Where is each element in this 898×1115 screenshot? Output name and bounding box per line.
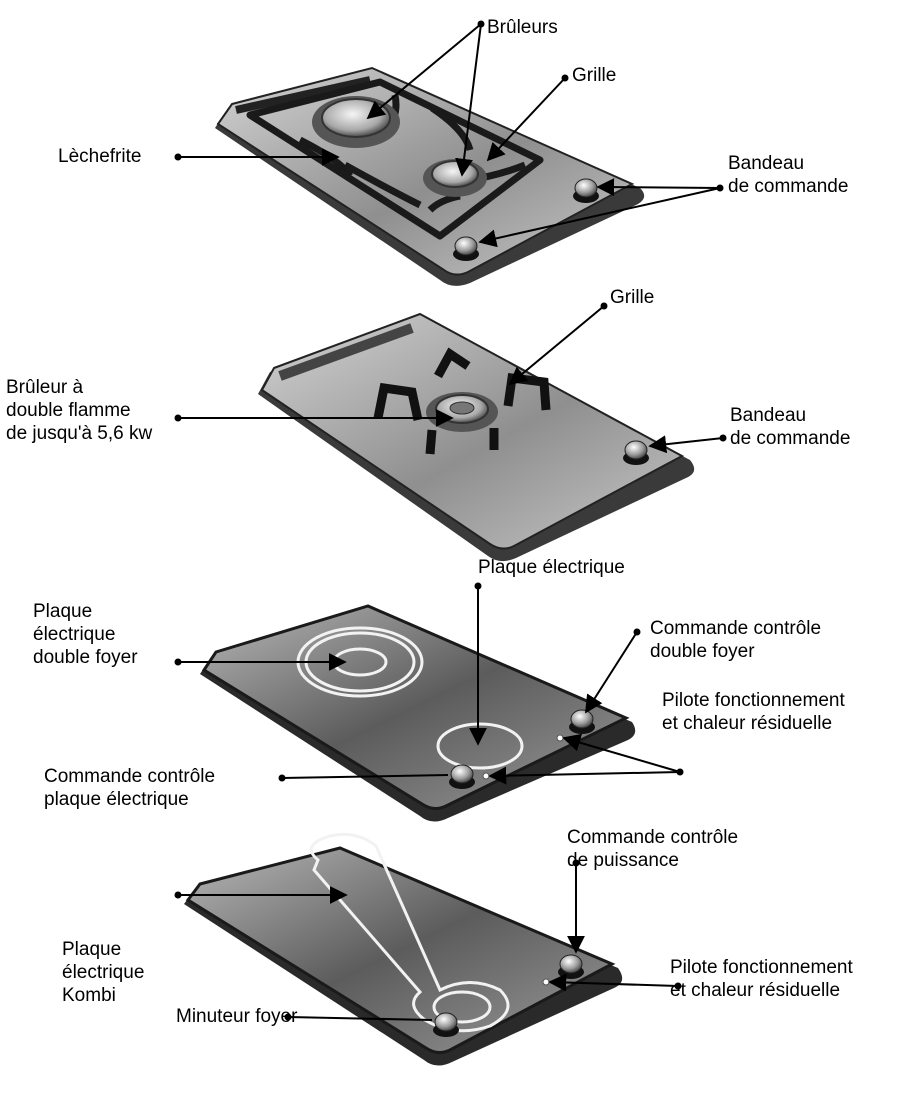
burners-label: Brûleurs [487, 17, 558, 38]
gas-cooktop-wok-burner [174, 302, 727, 562]
gas-cooktop-two-burners [174, 20, 724, 286]
electric-cooktop-two-zones [174, 582, 684, 822]
power-control-label: Commande contrôle de puissance [567, 827, 739, 871]
single-zone-drawing [436, 722, 524, 770]
double-flame-burner-label: Brûleur à double flamme de jusqu'à 5,6 k… [6, 377, 153, 444]
grate-label-2: Grille [610, 287, 655, 308]
double-control-label: Commande contrôle double foyer [650, 618, 822, 662]
hotplate-label: Plaque électrique [478, 557, 625, 578]
indicator-label-1: Pilote fonctionnement et chaleur résidue… [662, 690, 845, 734]
electric-cooktop-kombi [174, 832, 682, 1066]
kombi-hotplate-label: Plaque électrique Kombi [62, 939, 145, 1006]
grate-label-1: Grille [572, 65, 617, 86]
timer-label: Minuteur foyer [176, 1006, 298, 1027]
control-panel-label-1: Bandeau de commande [728, 153, 849, 197]
control-panel-label-2: Bandeau de commande [730, 405, 851, 449]
drip-tray-label: Lèchefrite [58, 146, 142, 167]
hotplate-control-label: Commande contrôle plaque électrique [44, 766, 216, 810]
double-hotplate-label: Plaque électrique double foyer [33, 601, 138, 668]
indicator-label-2: Pilote fonctionnement et chaleur résidue… [670, 957, 853, 1001]
